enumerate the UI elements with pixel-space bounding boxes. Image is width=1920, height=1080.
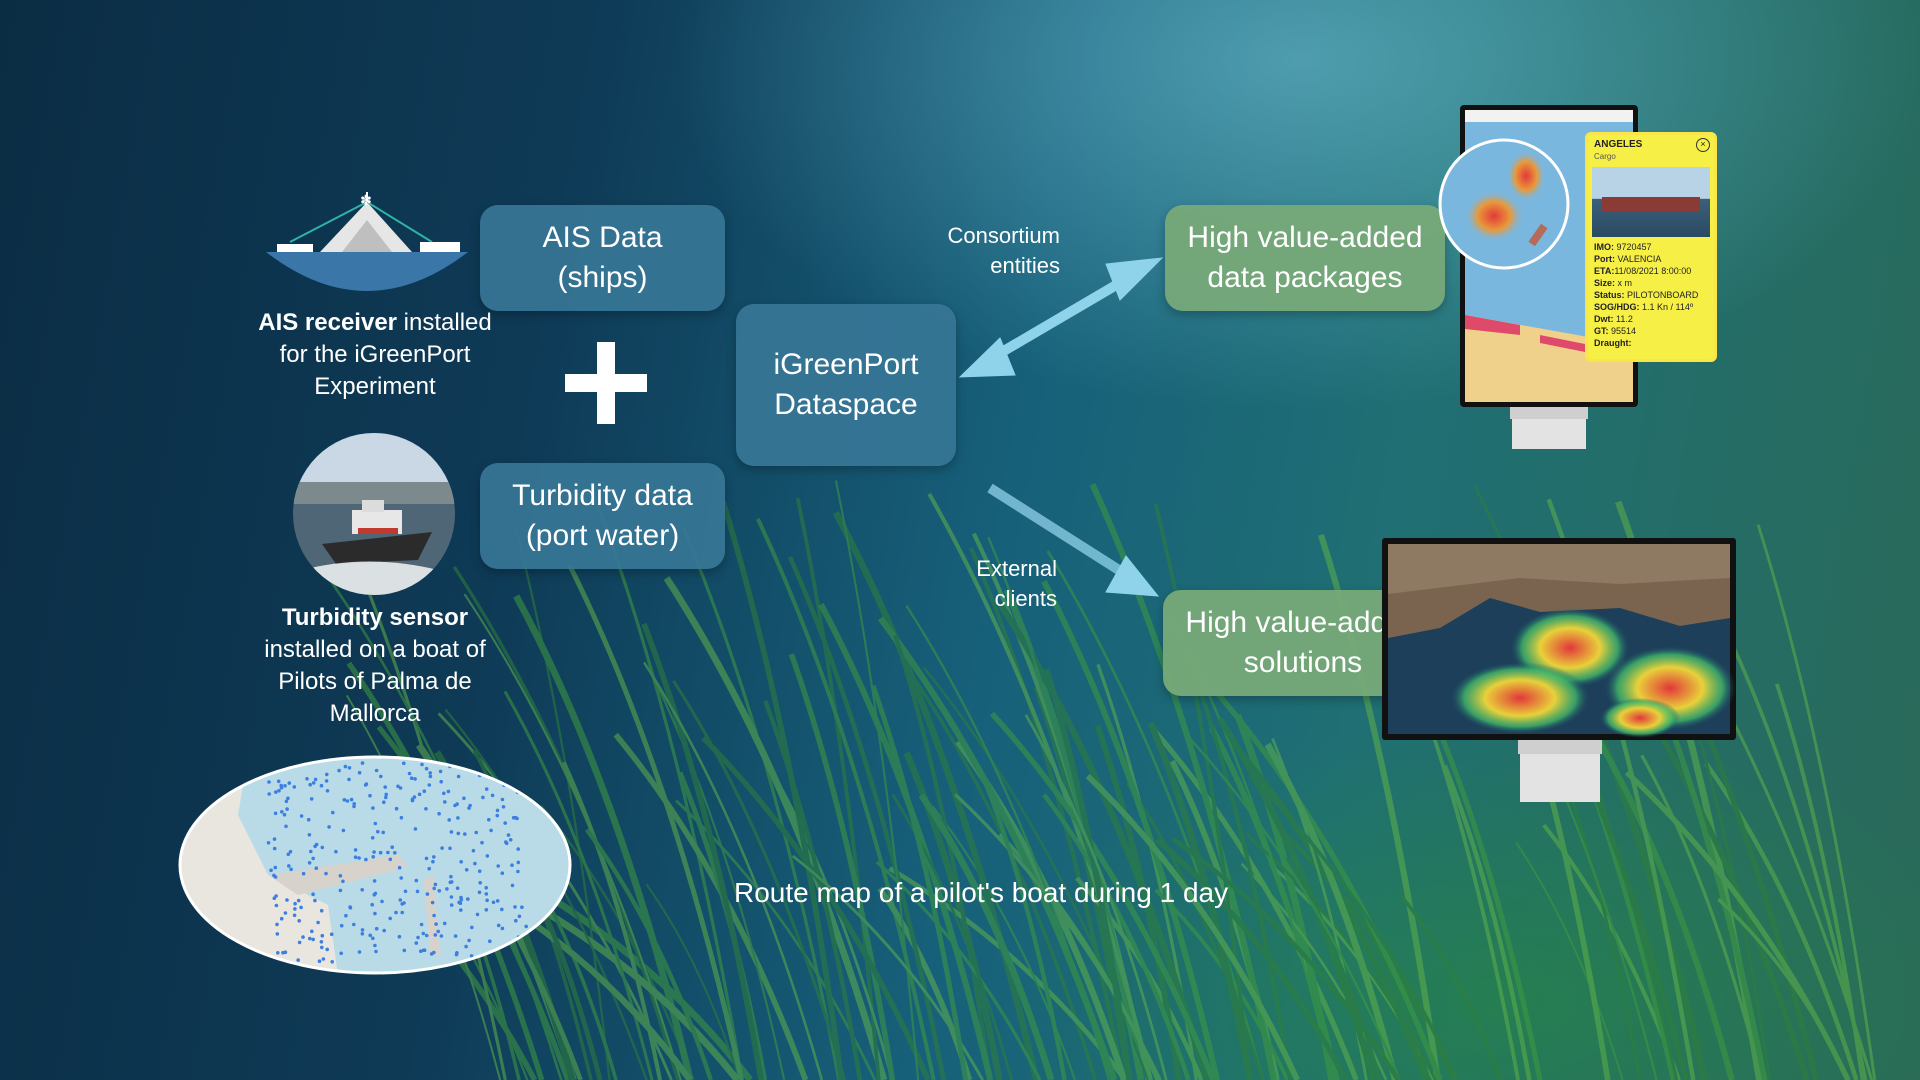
vessel-imo: IMO: 9720457 (1594, 242, 1652, 252)
ais-receiver-desc-1: installed (397, 309, 492, 336)
route-map-illustration (178, 755, 572, 975)
vessel-eta: ETA:11/08/2021 8:00:00 (1594, 266, 1692, 276)
data-packages-box: High value-added data packages (1165, 205, 1445, 311)
heatmap-zoom-circle (1438, 138, 1570, 270)
turbidity-sensor-caption: Turbidity sensor installed on a boat of … (255, 602, 495, 730)
vessel-draught: Draught: (1594, 338, 1632, 348)
route-map-caption: Route map of a pilot's boat during 1 day (734, 877, 1229, 908)
vessel-port: Port: VALENCIA (1594, 254, 1662, 264)
consortium-edge-label: Consortium entities (947, 223, 1060, 278)
vessel-type: Cargo (1594, 152, 1616, 161)
turbidity-data-label: Turbidity data (port water) (512, 479, 693, 552)
ais-receiver-illustration (266, 192, 468, 291)
turbidity-data-box: Turbidity data (port water) (480, 463, 725, 569)
vessel-photo (1592, 167, 1710, 237)
ais-data-label: AIS Data (ships) (542, 221, 663, 294)
pilot-boat-icon (293, 433, 455, 595)
ais-data-box: AIS Data (ships) (480, 205, 725, 311)
vessel-sog-hdg: SOG/HDG: 1.1 Kn / 114º (1594, 302, 1694, 312)
vessel-size: Size: x m (1594, 278, 1633, 288)
turbidity-sensor-desc-1: installed on a boat of (264, 636, 486, 663)
vessel-info-popup: × ANGELES Cargo IMO: 9720457 Port: VALEN… (1585, 132, 1717, 362)
ais-receiver-desc-2: for the iGreenPort (279, 341, 471, 368)
igreenport-dataspace-box: iGreenPort Dataspace (736, 304, 956, 466)
vessel-gt: GT: 95514 (1594, 326, 1637, 336)
ais-receiver-desc-3: Experiment (314, 373, 436, 400)
antenna-icon: ✽ (360, 192, 372, 208)
external-clients-edge-label: External clients (976, 556, 1057, 611)
solutions-monitor-icon (1382, 538, 1736, 802)
turbidity-sensor-title: Turbidity sensor (281, 604, 469, 631)
ais-receiver-caption: AIS receiver installed for the iGreenPor… (255, 307, 495, 403)
vessel-name: ANGELES (1594, 139, 1643, 150)
turbidity-sensor-desc-3: Mallorca (329, 700, 421, 727)
plus-icon (565, 342, 647, 424)
ais-receiver-title: AIS receiver (258, 309, 398, 336)
dataspace-label: iGreenPort Dataspace (773, 348, 919, 421)
turbidity-sensor-desc-2: Pilots of Palma de (278, 668, 472, 695)
vessel-status: Status: PILOTONBOARD (1594, 290, 1699, 300)
data-packages-label: High value-added data packages (1187, 221, 1423, 294)
vessel-dwt: Dwt: 11.2 (1594, 314, 1633, 324)
close-icon[interactable]: × (1696, 138, 1710, 152)
